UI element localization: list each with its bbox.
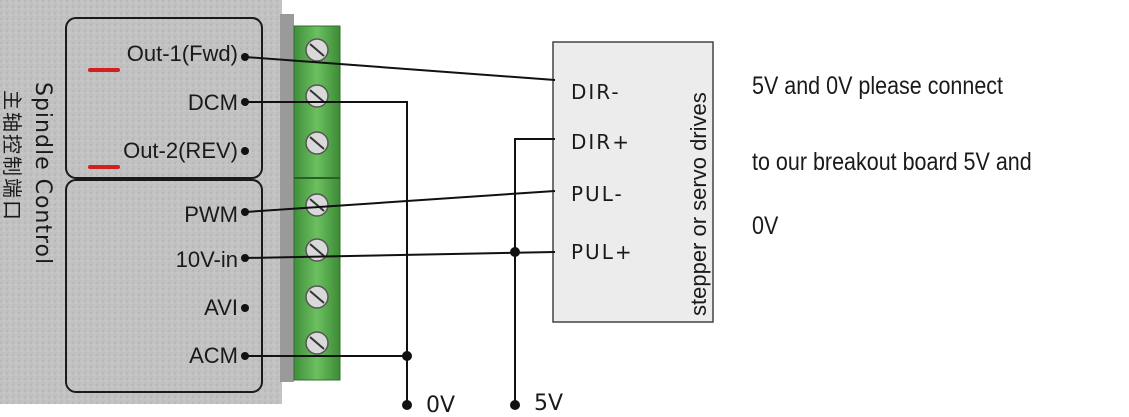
screw-icon (305, 131, 329, 155)
terminal-label-avi: AVI (204, 295, 238, 320)
note-line-3: 0V (752, 212, 779, 240)
wire-pwm-pul-minus (244, 190, 556, 213)
spindle-control-cn-label: 主轴控制端口 (0, 90, 24, 222)
driver-box (552, 41, 714, 323)
wire-dcm-0v (245, 101, 408, 404)
terminal-label-acm: ACM (189, 343, 238, 368)
junction-0v (402, 351, 412, 361)
screw-icon (305, 193, 329, 217)
terminal-group-2-frame (65, 179, 263, 393)
pin-label-pul-plus: PUL+ (571, 240, 634, 264)
rail-label-5v: 5V (534, 391, 563, 416)
terminal-0v (402, 400, 412, 410)
terminal-label-out1: Out-1(Fwd) (127, 41, 238, 66)
terminal-5v (510, 400, 520, 410)
pin-label-dir-plus: DIR+ (571, 130, 631, 154)
spindle-control-label: Spindle Control (30, 82, 55, 265)
terminal-group-1-frame (65, 17, 263, 179)
terminal-label-out2: Out-2(REV) (123, 138, 238, 163)
driver-box-label: stepper or servo drives (686, 92, 711, 316)
pin-label-dir-minus: DIR- (571, 80, 621, 104)
controller-panel (0, 0, 282, 404)
dot-avi (241, 304, 249, 312)
dot-out2 (241, 147, 249, 155)
wire-10v-pul-plus (244, 251, 556, 259)
rail-label-0v: 0V (426, 393, 455, 417)
wire-out1-dir-minus (244, 56, 556, 81)
screw-icon (305, 285, 329, 309)
screw-icon (305, 331, 329, 355)
screw-icon (305, 38, 329, 62)
pin-label-pul-minus: PUL- (571, 182, 624, 206)
wire-dir-plus-5v (514, 138, 555, 404)
terminal-label-dcm: DCM (188, 90, 238, 115)
screw-icon (305, 84, 329, 108)
terminal-label-pwm: PWM (184, 202, 238, 227)
wires (244, 56, 556, 404)
junction-5v (510, 247, 520, 257)
terminal-label-10v-in: 10V-in (176, 247, 238, 272)
terminal-block-rail (280, 14, 294, 382)
note-line-1: 5V and 0V please connect (752, 72, 1004, 100)
note-line-2: to our breakout board 5V and (752, 148, 1032, 176)
